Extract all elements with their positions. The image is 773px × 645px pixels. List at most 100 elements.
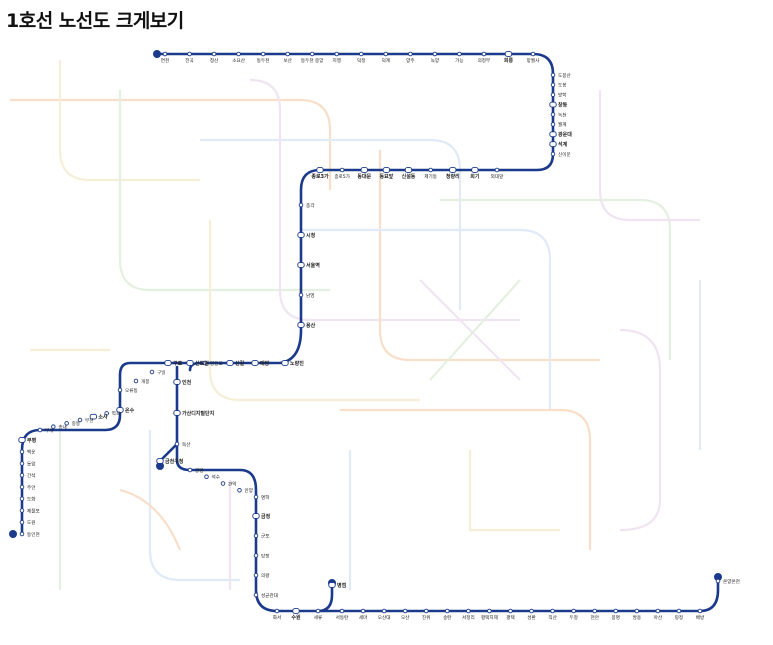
station-s56[interactable]: 백운 — [19, 449, 35, 456]
station-s61[interactable]: 제물포 — [19, 507, 40, 514]
station-marker[interactable] — [309, 51, 315, 57]
station-s13[interactable]: 의정부 — [478, 51, 491, 64]
station-s29[interactable]: 신설동 — [402, 167, 416, 180]
station-marker[interactable] — [383, 51, 389, 57]
station-marker[interactable] — [359, 51, 364, 57]
station-marker[interactable] — [19, 461, 25, 466]
station-marker[interactable] — [237, 488, 242, 493]
station-marker[interactable] — [676, 608, 682, 614]
station-s52[interactable]: 중동 — [64, 421, 80, 427]
station-s74[interactable]: 군포 — [253, 533, 269, 540]
station-s92[interactable]: 직산 — [548, 608, 558, 621]
station-s39[interactable]: 노량진 — [281, 360, 304, 367]
station-s35[interactable]: 시청 — [297, 232, 316, 239]
station-s53[interactable]: 송내 — [51, 423, 67, 430]
station-marker[interactable] — [162, 51, 168, 57]
station-marker[interactable] — [339, 608, 345, 614]
station-marker[interactable] — [550, 112, 556, 117]
station-marker[interactable] — [18, 437, 26, 443]
station-s55[interactable]: 부평 — [18, 437, 37, 444]
station-marker[interactable] — [173, 410, 181, 416]
station-marker[interactable] — [530, 51, 536, 57]
station-marker[interactable] — [19, 496, 25, 502]
station-s60[interactable]: 도화 — [19, 496, 36, 503]
station-marker[interactable] — [697, 608, 703, 614]
station-s59[interactable]: 주안 — [19, 484, 36, 491]
station-marker[interactable] — [487, 608, 492, 614]
station-marker[interactable] — [253, 553, 259, 558]
station-s31[interactable]: 동대문 — [357, 167, 372, 180]
station-s46[interactable]: 개봉 — [133, 378, 149, 385]
station-s66[interactable]: 독산 — [174, 441, 191, 448]
station-s20[interactable]: 녹천 — [550, 111, 566, 118]
station-s57[interactable]: 동암 — [19, 460, 36, 467]
station-marker[interactable] — [298, 292, 304, 298]
station-s6[interactable]: 동두천 중앙 — [301, 51, 324, 64]
station-marker[interactable] — [89, 413, 97, 420]
station-marker[interactable] — [550, 151, 556, 157]
station-s87[interactable]: 송탄 — [443, 608, 452, 621]
station-marker[interactable] — [251, 360, 259, 366]
station-s1[interactable]: 전곡 — [185, 51, 194, 64]
station-s91[interactable]: 성환 — [527, 608, 537, 621]
station-marker[interactable] — [634, 608, 640, 614]
station-s18[interactable]: 방학 — [550, 92, 567, 99]
station-s36[interactable]: 서울역 — [297, 262, 320, 269]
station-marker[interactable] — [504, 51, 513, 57]
station-s95[interactable]: 봉명 — [612, 608, 620, 621]
station-s23[interactable]: 석계 — [549, 141, 568, 148]
station-s100[interactable]: 온양온천 — [715, 578, 740, 585]
station-marker[interactable] — [428, 167, 433, 173]
station-marker[interactable] — [550, 122, 556, 127]
station-marker[interactable] — [226, 360, 234, 366]
station-s49[interactable]: 역곡 — [104, 410, 120, 417]
station-s64[interactable]: 인천 — [173, 379, 192, 386]
station-marker[interactable] — [285, 51, 290, 57]
station-s41[interactable]: 신길 — [226, 360, 245, 367]
station-s34[interactable]: 종각 — [298, 202, 315, 209]
station-s84[interactable]: 오산대 — [378, 608, 391, 621]
station-s90[interactable]: 평택 — [506, 608, 515, 621]
station-s50[interactable]: 소사 — [89, 413, 108, 420]
station-marker[interactable] — [339, 167, 345, 173]
station-marker[interactable] — [202, 360, 208, 366]
station-s58[interactable]: 간석 — [19, 472, 35, 479]
station-marker[interactable] — [508, 608, 513, 614]
station-s99[interactable]: 배방 — [696, 608, 705, 621]
station-marker[interactable] — [571, 608, 576, 614]
station-marker[interactable] — [445, 608, 450, 614]
station-s5[interactable]: 보산 — [283, 51, 293, 64]
station-marker[interactable] — [550, 82, 556, 88]
station-s73[interactable]: 금정 — [252, 513, 271, 520]
station-marker[interactable] — [37, 427, 43, 433]
station-s93[interactable]: 두정 — [569, 608, 578, 621]
station-marker[interactable] — [550, 92, 556, 98]
station-marker[interactable] — [549, 101, 557, 108]
station-marker[interactable] — [316, 167, 324, 173]
station-s48[interactable]: 온수 — [116, 407, 135, 414]
station-s78[interactable]: 화서 — [273, 608, 281, 621]
station-marker[interactable] — [655, 608, 661, 614]
station-s42[interactable]: 영등포 — [202, 360, 223, 367]
station-s38[interactable]: 용산 — [297, 322, 316, 329]
station-s45[interactable]: 구일 — [149, 369, 165, 376]
station-marker[interactable] — [297, 232, 305, 238]
station-s11[interactable]: 녹양 — [431, 51, 440, 64]
station-marker[interactable] — [220, 481, 226, 486]
station-marker[interactable] — [51, 424, 56, 429]
station-marker[interactable] — [292, 608, 300, 614]
station-marker[interactable] — [328, 582, 336, 588]
station-marker[interactable] — [550, 608, 555, 614]
station-s26[interactable]: 회기 — [470, 167, 480, 180]
station-marker[interactable] — [715, 578, 721, 584]
station-marker[interactable] — [117, 387, 123, 393]
station-s68[interactable]: 광명 — [187, 467, 203, 474]
station-marker[interactable] — [466, 608, 471, 614]
station-marker[interactable] — [529, 608, 534, 614]
station-s62[interactable]: 도원 — [19, 519, 35, 526]
station-s76[interactable]: 의왕 — [253, 572, 270, 579]
station-marker[interactable] — [211, 51, 217, 57]
station-marker[interactable] — [481, 51, 487, 57]
station-s82[interactable]: 서동탄 — [336, 608, 349, 621]
station-marker[interactable] — [133, 378, 139, 384]
